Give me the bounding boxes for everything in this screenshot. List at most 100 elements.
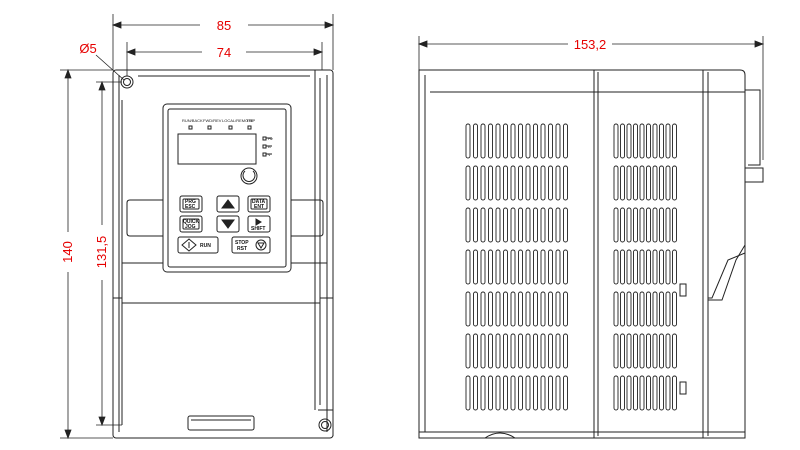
vent-slot [473, 123, 478, 159]
vent-slot [665, 123, 671, 159]
vent-slot [473, 333, 478, 369]
vent-slot [665, 375, 671, 411]
vent-slot [563, 291, 568, 327]
vent-slot [626, 207, 632, 243]
svg-text:DATA: DATA [252, 199, 266, 205]
vent-slot [659, 375, 664, 411]
vent-slot [620, 123, 625, 159]
vent-slot [488, 123, 493, 159]
quick-jog-button[interactable]: QUICK JOG [179, 215, 203, 233]
vent-slot [652, 165, 658, 201]
vent-slot [563, 123, 568, 159]
vent-slot [465, 291, 471, 327]
vent-slot [613, 375, 619, 411]
vent-slot [525, 207, 531, 243]
vent-slot [495, 375, 501, 411]
vent-slot [672, 165, 677, 201]
vent-slot [503, 375, 508, 411]
vent-slot [480, 207, 486, 243]
front-body-outline [112, 69, 334, 439]
mounting-hole-top [120, 75, 134, 89]
led-3 [228, 125, 233, 130]
vent-slot [639, 333, 645, 369]
vent-slot [465, 165, 471, 201]
up-button[interactable] [216, 195, 240, 213]
vent-slot [510, 165, 516, 201]
data-ent-button[interactable]: DATA ENT [247, 195, 271, 213]
vent-slot [533, 375, 538, 411]
vent-slot [652, 123, 658, 159]
vent-slot [665, 249, 671, 285]
stop-rst-button[interactable]: STOP RST [231, 236, 271, 254]
mounting-hole-bottom [318, 418, 332, 432]
vent-slot [563, 375, 568, 411]
vent-slot [540, 291, 546, 327]
vent-slot [613, 207, 619, 243]
vent-slot [540, 123, 546, 159]
vent-slot [465, 207, 471, 243]
vent-slot [613, 165, 619, 201]
vent-slot [510, 123, 516, 159]
vent-slot [488, 375, 493, 411]
vent-slot [488, 207, 493, 243]
vent-slot [555, 165, 561, 201]
led-2 [207, 125, 212, 130]
vent-slot [626, 165, 632, 201]
up-arrow-icon [221, 199, 235, 209]
vent-slot [620, 207, 625, 243]
vent-slot [548, 123, 553, 159]
down-button[interactable] [216, 215, 240, 233]
clip-latch-bottom [679, 381, 687, 395]
vent-slot [672, 291, 677, 327]
vent-slot [548, 249, 553, 285]
vent-slot [633, 207, 638, 243]
run-diamond-icon [181, 238, 197, 252]
dim-overall-height: 140 [60, 241, 75, 263]
down-arrow-icon [221, 219, 235, 229]
potentiometer-knob[interactable] [240, 167, 258, 185]
vent-slot [563, 165, 568, 201]
bottom-slot [187, 415, 255, 431]
vent-slot [548, 375, 553, 411]
side-clip-right [290, 199, 324, 237]
shift-button[interactable]: SHIFT [247, 215, 271, 233]
stop-circle-icon [255, 239, 267, 251]
clip-latch-top [679, 283, 687, 297]
vent-slot [510, 375, 516, 411]
vent-slot [533, 291, 538, 327]
prg-esc-button[interactable]: PRG ESC [179, 195, 203, 213]
vent-slot [503, 291, 508, 327]
dimension-lines [60, 14, 765, 440]
vent-slot [652, 291, 658, 327]
vent-slot [659, 249, 664, 285]
vent-slot [525, 249, 531, 285]
vent-slot [620, 375, 625, 411]
vent-slot [488, 249, 493, 285]
vent-slot [540, 375, 546, 411]
vent-slot [555, 375, 561, 411]
vent-slot [495, 249, 501, 285]
vent-slot [652, 333, 658, 369]
vent-slot [659, 207, 664, 243]
vent-slot [540, 165, 546, 201]
vent-slot [465, 249, 471, 285]
vent-slot [503, 207, 508, 243]
vent-slot [620, 333, 625, 369]
vent-slot [525, 123, 531, 159]
indicator-label-2: FWD/REV [203, 118, 222, 123]
vent-slot [665, 165, 671, 201]
vent-slot [613, 123, 619, 159]
vent-slot [525, 375, 531, 411]
vent-slot [646, 207, 651, 243]
vent-slot [510, 333, 516, 369]
svg-text:QUICK: QUICK [183, 219, 200, 225]
vent-slot [518, 291, 523, 327]
run-button[interactable]: RUN [177, 236, 219, 254]
vent-slot [465, 123, 471, 159]
vent-slot [488, 291, 493, 327]
indicator-label-3: LOCAL/REMOTE [222, 118, 254, 123]
vent-slot [672, 249, 677, 285]
vent-slot [548, 207, 553, 243]
vent-slot [540, 207, 546, 243]
vent-slot [518, 333, 523, 369]
